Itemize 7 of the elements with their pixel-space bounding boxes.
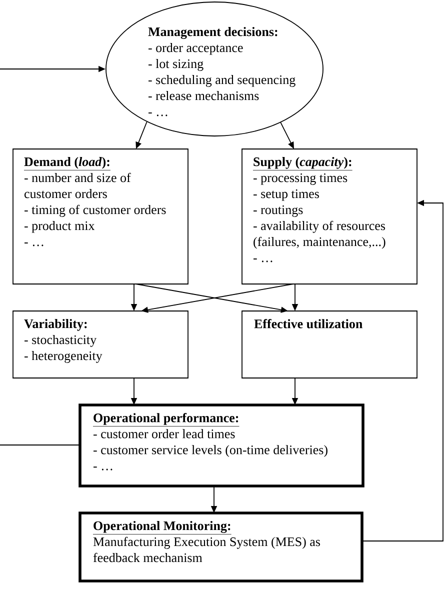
text-box: Supply (capacity): - processing times - setup times - routings - availability of resources (failures, maintenance,...) - … [242, 148, 418, 284]
text-box: Demand (load): - number and size of customer orders - timing of customer orders - product mix - … [12, 148, 188, 284]
text-box: Variability: - stochasticity - heterogeneity [12, 310, 188, 378]
text-box: Effective utilization [242, 310, 418, 378]
text-box: Operational performance: - customer order lead times - customer service levels (on-time deliveries) - … [78, 404, 364, 488]
text-box: Operational Monitoring: Manufacturing Execution System (MES) as feedback mechanism [78, 512, 364, 582]
connector-line [0, 444, 80, 446]
